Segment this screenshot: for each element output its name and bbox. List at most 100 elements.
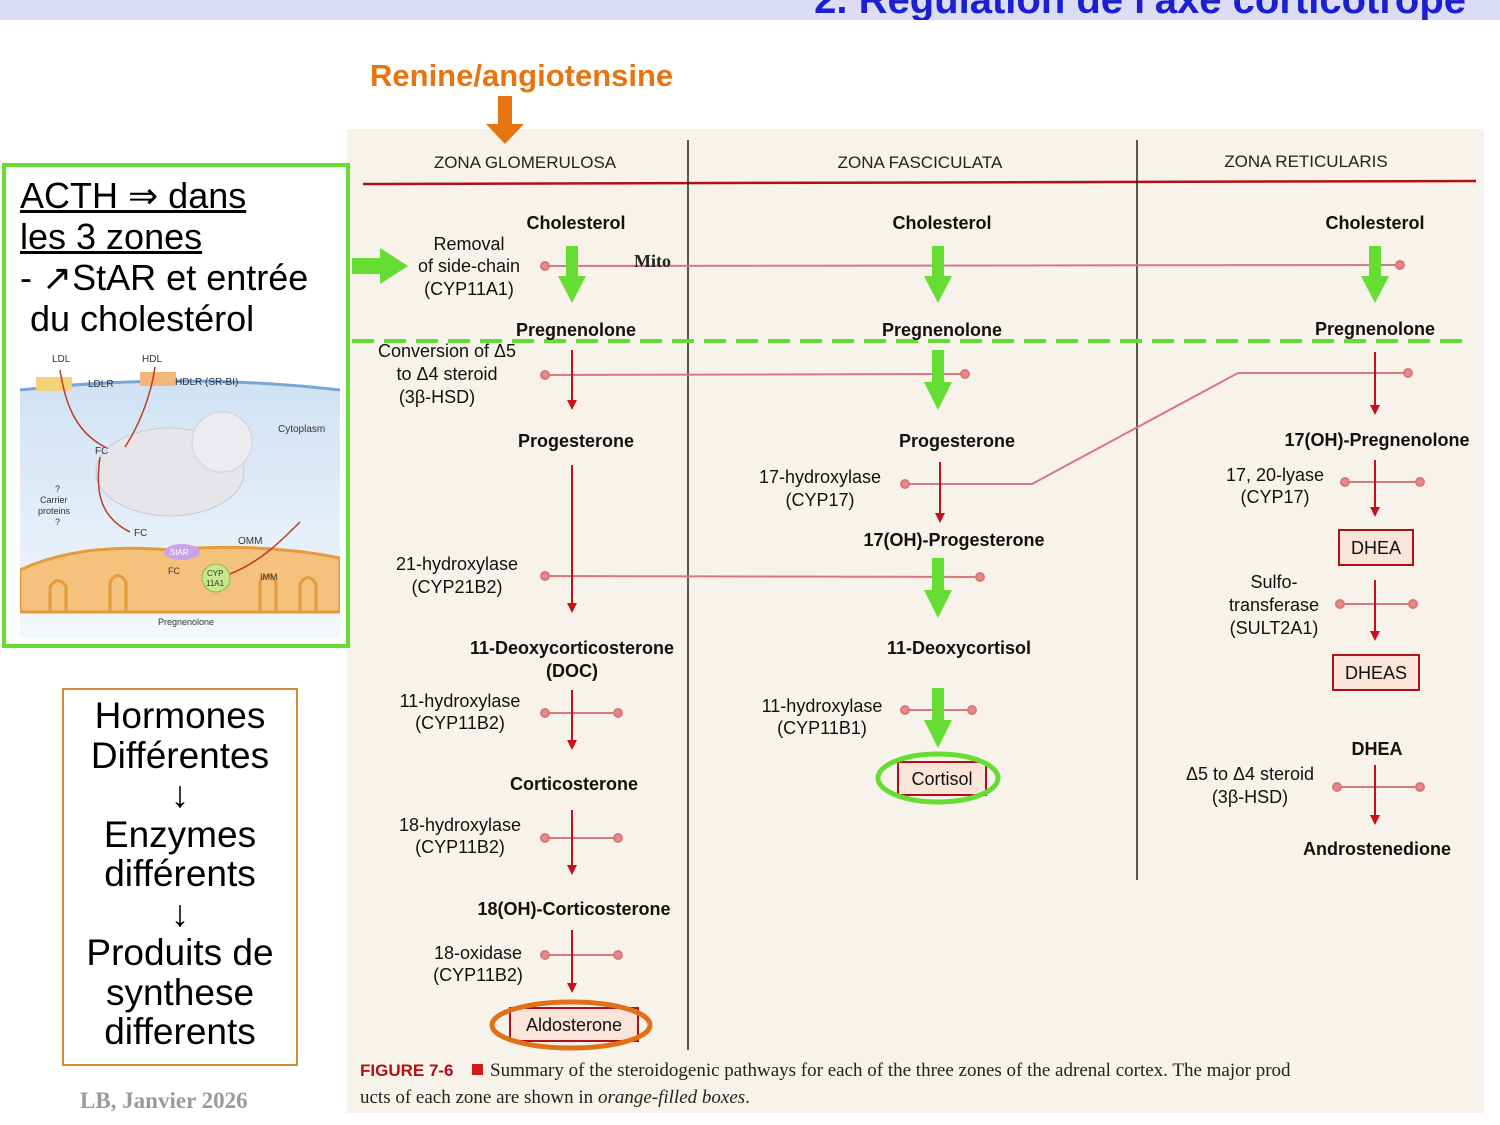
dheas-box-text: DHEAS (1345, 663, 1407, 683)
glom-corticosterone: Corticosterone (510, 774, 638, 794)
glom-doc-line1: 11-Deoxycorticosterone (470, 638, 674, 658)
dhea-box (1338, 529, 1414, 566)
hormones-line-3: Enzymes (103, 813, 257, 855)
fasc-17oh-progesterone: 17(OH)-Progesterone (863, 530, 1044, 550)
ret-17oh-pregnenolone: 17(OH)-Pregnenolone (1284, 430, 1469, 450)
green-down-arrow-icon (558, 246, 586, 303)
enzyme-hsd-r2: (3β-HSD) (1212, 787, 1288, 807)
carrier-text-1: Carrier (40, 495, 68, 505)
enzyme-18-hydroxylase-2: (CYP11B2) (415, 837, 505, 857)
hormones-line-6: synthese (105, 971, 255, 1013)
fasc-11-deoxycortisol: 11-Deoxycortisol (887, 638, 1031, 658)
glom-cholesterol: Cholesterol (526, 213, 625, 233)
hormones-line-1: Hormones (94, 695, 266, 736)
acth-text: ACTH ⇒ dans les 3 zones - ↗StAR et entré… (20, 175, 340, 339)
acth-line-4: du cholestérol (20, 298, 255, 339)
question-text-1: ? (55, 484, 60, 494)
enzyme-18-hydroxylase-1: 18-hydroxylase (399, 815, 521, 835)
enzyme-scc-3: (CYP11A1) (424, 279, 514, 299)
hormones-line-2: Différentes (90, 734, 270, 776)
zone-header-glomerulosa: ZONA GLOMERULOSA (434, 153, 617, 172)
acth-line-3: - ↗StAR et entrée (20, 257, 309, 298)
zone-header-fasciculata: ZONA FASCICULATA (838, 153, 1003, 172)
caption-line-2: ucts of each zone are shown in orange-fi… (360, 1087, 750, 1108)
cyp-text-2: 11A1 (206, 579, 225, 588)
fc-text-3: FC (168, 566, 180, 576)
hdl-text: HDL (142, 354, 162, 365)
green-down-arrow-icon (924, 246, 952, 303)
cyp-text-1: CYP (207, 569, 223, 578)
cell-illustration: LDL HDL LDLR HDLR (SR-BI) Cytoplasm FC ?… (20, 342, 340, 638)
cyp11a1-enzyme (201, 563, 231, 593)
title-bar: 2. Régulation de l'axe corticotrope (0, 0, 1500, 20)
hormones-line-7: differents (104, 1011, 256, 1052)
green-down-arrow-icon (924, 688, 952, 748)
enzyme-17-hydroxylase-2: (CYP17) (785, 490, 854, 510)
green-right-arrow-icon (352, 248, 408, 284)
zone-header-reticularis: ZONA RETICULARIS (1224, 152, 1387, 171)
caption-square-icon (472, 1064, 483, 1075)
imm-text: IMM (260, 572, 278, 582)
credit-text: LB, Janvier 2026 (80, 1088, 248, 1113)
enzyme-11-hydroxylase-g1: 11-hydroxylase (400, 691, 521, 711)
vesicle (191, 411, 253, 473)
enzyme-hsd-3: (3β-HSD) (399, 387, 475, 407)
hdlr-receptor (140, 372, 176, 386)
enzyme-sulfo-1: Sulfo- (1250, 572, 1297, 592)
ret-pregnenolone: Pregnenolone (1315, 319, 1435, 339)
ldl-text: LDL (52, 354, 71, 365)
enzyme-17-hydroxylase-1: 17-hydroxylase (759, 467, 881, 487)
enzyme-scc-1: Removal (433, 234, 504, 254)
fasc-pregnenolone: Pregnenolone (882, 320, 1002, 340)
glom-pregnenolone: Pregnenolone (516, 320, 636, 340)
ret-cholesterol: Cholesterol (1325, 213, 1424, 233)
green-down-arrow-icon (924, 350, 952, 410)
ldlr-text: LDLR (88, 379, 114, 390)
caption-line-2a: ucts of each zone are shown in (360, 1087, 598, 1108)
hdlr-text: HDLR (SR-BI) (175, 377, 238, 388)
glom-doc-line2: (DOC) (546, 661, 598, 681)
fc-text-1: FC (95, 446, 108, 457)
hormones-line-5: Produits de (86, 932, 274, 973)
carrier-text-2: proteins (38, 506, 71, 516)
enzyme-11-hydroxylase-f2: (CYP11B1) (777, 718, 867, 738)
fasc-cholesterol: Cholesterol (892, 213, 991, 233)
header-rule (362, 179, 1477, 186)
cortisol-box (897, 761, 987, 796)
enzyme-lyase-1: 17, 20-lyase (1226, 465, 1324, 485)
enzyme-21-hydroxylase-1: 21-hydroxylase (396, 554, 518, 574)
aldosterone-highlight-ring (489, 999, 653, 1051)
caption-line-2c: . (745, 1087, 750, 1108)
enzyme-hsd-r1: Δ5 to Δ4 steroid (1186, 764, 1314, 784)
hormones-line-4: différents (104, 853, 256, 894)
pathway-arrows (567, 350, 1380, 993)
dheas-box (1332, 654, 1420, 691)
cytoplasm-text: Cytoplasm (278, 424, 325, 435)
down-arrow-icon: ↓ (170, 892, 190, 934)
caption-figure-label: FIGURE 7-6 (360, 1061, 454, 1080)
aldosterone-box-text: Aldosterone (526, 1015, 622, 1035)
enzyme-lyase-2: (CYP17) (1240, 487, 1309, 507)
down-arrow-icon: ↓ (170, 774, 190, 815)
cortisol-highlight-ring (875, 751, 1001, 805)
enzyme-18-oxidase-2: (CYP11B2) (433, 965, 523, 985)
question-text-2: ? (55, 517, 60, 527)
page-title: 2. Régulation de l'axe corticotrope (814, 0, 1466, 20)
renine-arrow-icon (486, 96, 524, 144)
enzyme-21-hydroxylase-2: (CYP21B2) (411, 577, 502, 597)
star-text: StAR (170, 548, 189, 557)
acth-box: ACTH ⇒ dans les 3 zones - ↗StAR et entré… (2, 163, 350, 648)
fasc-progesterone: Progesterone (899, 431, 1015, 451)
enzyme-sulfo-2: transferase (1229, 595, 1319, 615)
enzyme-sulfo-3: (SULT2A1) (1230, 618, 1319, 638)
omm-text: OMM (238, 536, 262, 547)
pregnenolone-cell-text: Pregnenolone (158, 617, 214, 627)
aldosterone-box (509, 1007, 639, 1042)
acth-line-1: ACTH ⇒ dans (20, 175, 247, 216)
caption-line-1: Summary of the steroidogenic pathways fo… (490, 1060, 1291, 1081)
acth-line-2: les 3 zones (20, 216, 203, 257)
enzyme-scc-2: of side-chain (418, 256, 520, 276)
enzyme-18-oxidase-1: 18-oxidase (434, 943, 522, 963)
enzyme-11-hydroxylase-f1: 11-hydroxylase (762, 696, 883, 716)
